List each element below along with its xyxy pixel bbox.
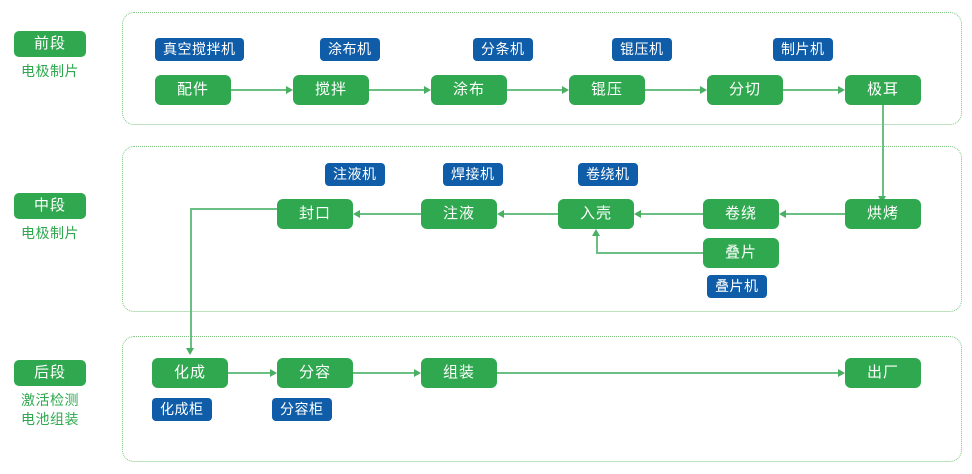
panel-front-stage [122,12,962,125]
arrowhead-baking-to-winding [779,209,786,218]
node-formation[interactable]: 化成 [152,358,228,388]
node-baking[interactable]: 烘烤 [845,199,921,229]
tag-roller-press[interactable]: 锟压机 [612,38,672,61]
edge-sealing-exit-horizontal [190,208,277,210]
edge-assembly-to-shipment [497,372,838,374]
node-stacking[interactable]: 叠片 [703,238,779,268]
panel-middle-stage [122,146,962,312]
stage-badge-back: 后段 [14,360,86,386]
node-winding[interactable]: 卷绕 [703,199,779,229]
arrowhead-mixing-to-coating [424,85,431,94]
tag-grading-cabinet[interactable]: 分容柜 [272,398,332,421]
edge-slitting-to-tab [783,89,838,91]
arrowhead-stacking-to-casing [592,229,601,236]
stage-badge-middle: 中段 [14,193,86,219]
arrowhead-formation-to-grading [270,368,277,377]
arrowhead-winding-to-casing [634,209,641,218]
stage-subtitle-middle: 电极制片 [21,225,79,241]
stage-subtitle-front: 电极制片 [21,63,79,79]
edge-baking-to-winding [786,213,845,215]
node-mixing[interactable]: 搅拌 [293,75,369,105]
edge-sealing-to-formation [190,208,192,349]
edge-winding-to-casing [641,213,703,215]
tag-winder[interactable]: 卷绕机 [578,163,638,186]
arrowhead-filling-to-sealing [353,209,360,218]
tag-electrolyte-filler[interactable]: 注液机 [325,163,385,186]
node-sealing[interactable]: 封口 [277,199,353,229]
edge-coating-to-press [507,89,562,91]
arrowhead-sealing-to-formation [186,348,195,355]
edge-parts-to-mixing [231,89,286,91]
arrowhead-assembly-to-shipment [838,368,845,377]
tag-slitter[interactable]: 分条机 [473,38,533,61]
tag-welder[interactable]: 焊接机 [443,163,503,186]
tag-vacuum-mixer[interactable]: 真空搅拌机 [155,38,244,61]
panel-back-stage [122,336,962,462]
node-assembly[interactable]: 组装 [421,358,497,388]
tag-stacker[interactable]: 叠片机 [707,275,767,298]
tag-sheet-maker[interactable]: 制片机 [773,38,833,61]
node-grading[interactable]: 分容 [277,358,353,388]
edge-grading-to-assembly [353,372,414,374]
node-tab[interactable]: 极耳 [845,75,921,105]
arrowhead-press-to-slitting [700,85,707,94]
node-shipment[interactable]: 出厂 [845,358,921,388]
edge-mixing-to-coating [369,89,424,91]
node-coating[interactable]: 涂布 [431,75,507,105]
edge-casing-to-filling [504,213,558,215]
stage-subtitle-back: 激活检测 电池组装 [21,392,79,427]
stage-badge-front: 前段 [14,31,86,57]
arrowhead-slitting-to-tab [838,85,845,94]
edge-filling-to-sealing [360,213,421,215]
node-roller-pressing[interactable]: 锟压 [569,75,645,105]
edge-tab-to-baking [882,105,884,197]
arrowhead-coating-to-press [562,85,569,94]
edge-formation-to-grading [228,372,270,374]
arrowhead-parts-to-mixing [286,85,293,94]
edge-stacking-branch-vertical [596,236,598,253]
node-parts[interactable]: 配件 [155,75,231,105]
tag-coater[interactable]: 涂布机 [320,38,380,61]
edge-stacking-branch-horizontal [596,252,703,254]
arrowhead-casing-to-filling [497,209,504,218]
arrowhead-grading-to-assembly [414,368,421,377]
node-casing[interactable]: 入壳 [558,199,634,229]
node-slitting[interactable]: 分切 [707,75,783,105]
tag-formation-cabinet[interactable]: 化成柜 [152,398,212,421]
edge-press-to-slitting [645,89,700,91]
node-electrolyte-filling[interactable]: 注液 [421,199,497,229]
